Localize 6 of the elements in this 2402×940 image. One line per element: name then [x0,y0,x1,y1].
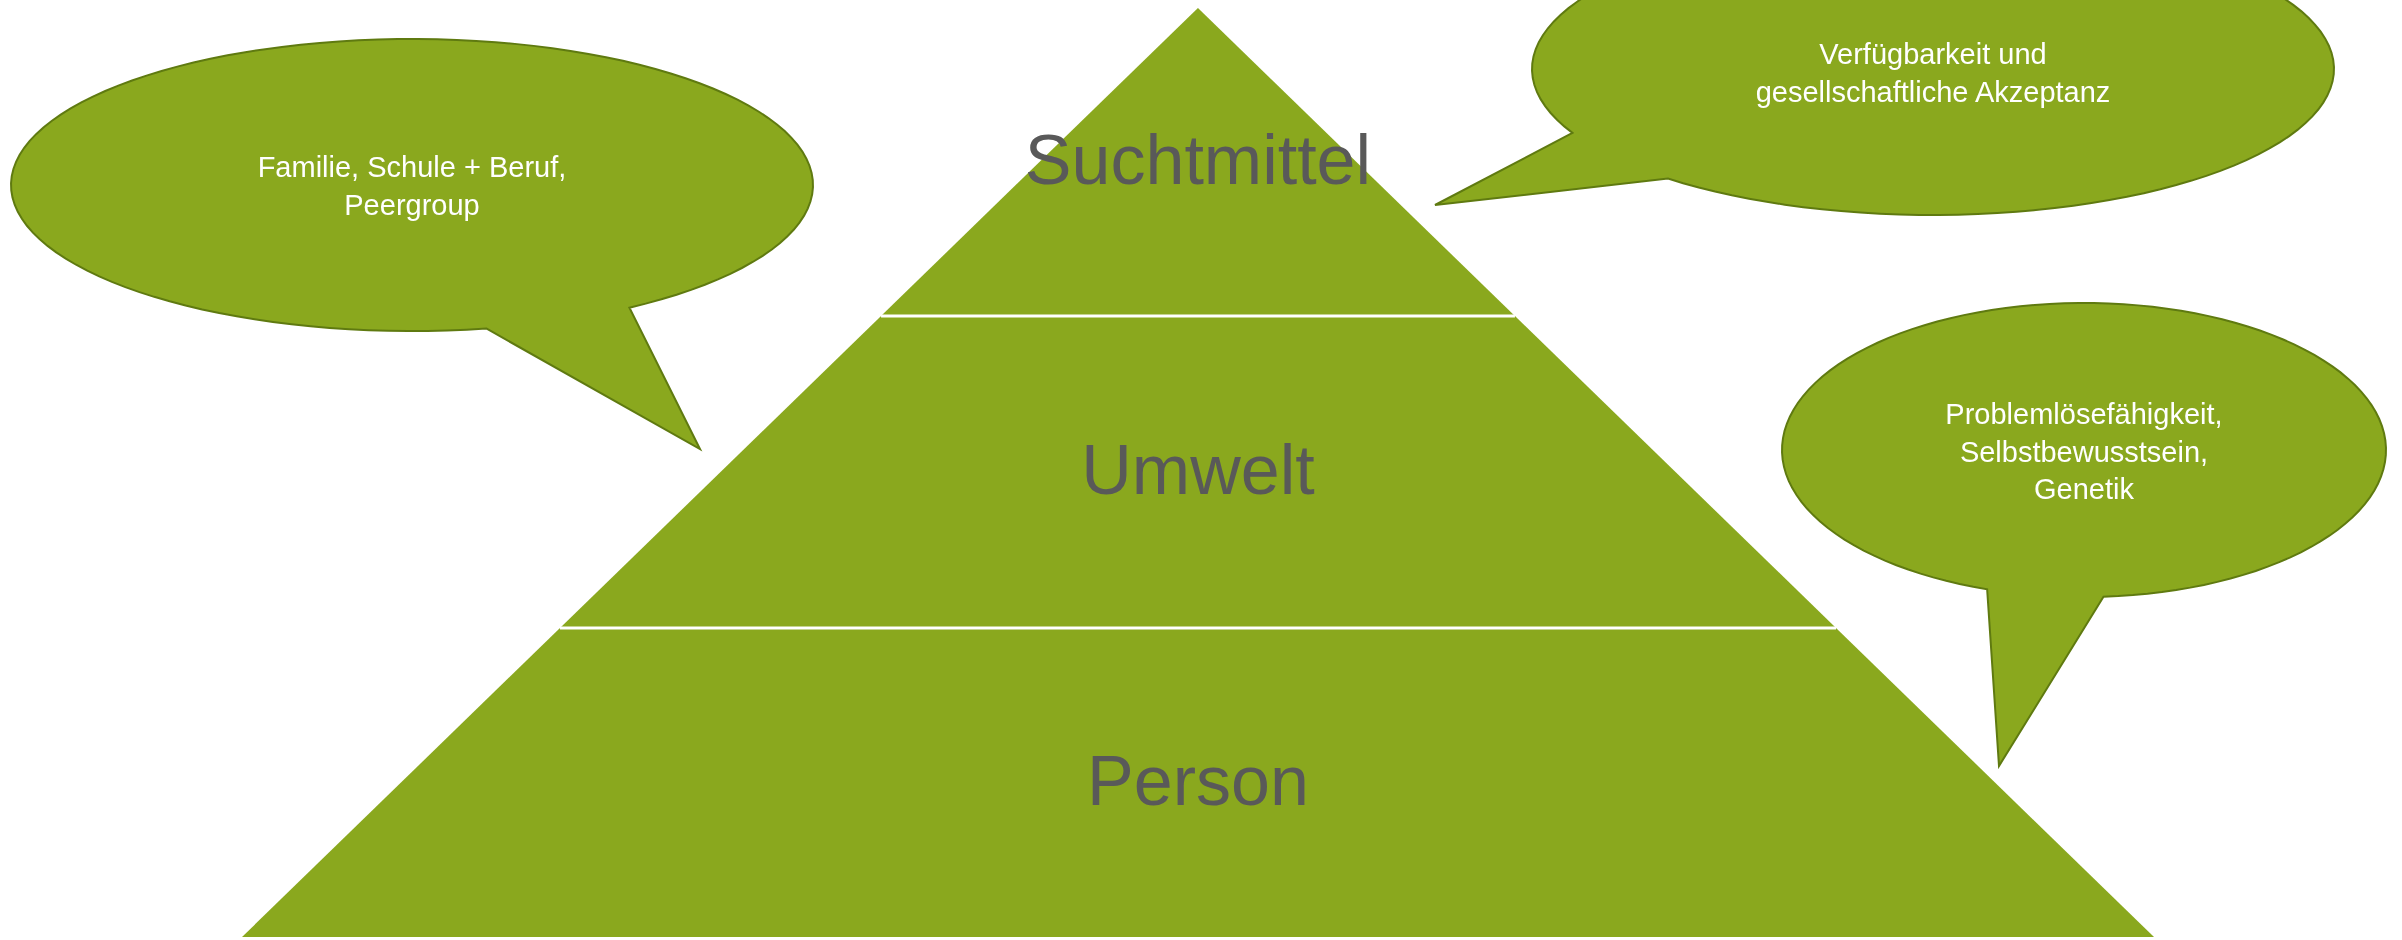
bubble-text: Verfügbarkeit und gesellschaftliche Akzeptanz [1754,37,2112,110]
bubble-text: Problemlösefähigkeit, Selbstbewusstsein, Genetik [1944,397,2224,508]
layer-label: Suchtmittel [1024,119,1372,201]
bubble-text: Familie, Schule + Beruf, Peergroup [256,150,568,223]
layer-label: Person [1087,740,1309,822]
layer-label: Umwelt [1081,429,1315,511]
